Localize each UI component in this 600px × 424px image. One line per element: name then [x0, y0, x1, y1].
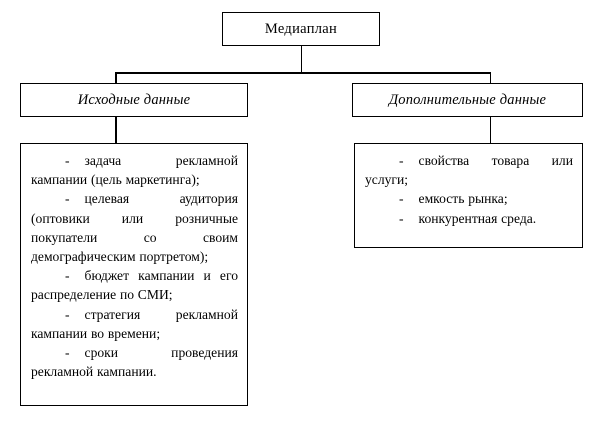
- connector-right-drop: [489, 72, 491, 84]
- list-marker: -: [399, 153, 404, 168]
- connector-right-header-to-body: [489, 116, 491, 144]
- node-mediaplan: Медиаплан: [222, 12, 380, 46]
- list-marker: -: [399, 210, 404, 226]
- node-additional-data-header: Дополнительные данные: [352, 83, 583, 117]
- connector-left-drop: [115, 72, 117, 84]
- list-item-text: целевая аудитория (оптовики или розничны…: [31, 191, 238, 265]
- list-item: -емкость рынка;: [365, 189, 573, 208]
- connector-horizontal-bus: [115, 72, 491, 74]
- list-item-text: сроки проведения рекламной кампании.: [31, 345, 238, 380]
- node-source-data-header-label: Исходные данные: [77, 91, 191, 108]
- list-item: -целевая аудитория (оптовики или розничн…: [31, 189, 238, 266]
- node-source-data-body: -задача рекламной кампании (цель маркети…: [20, 143, 248, 406]
- additional-data-list: -свойства товара или услуги; -емкость ры…: [365, 151, 573, 228]
- list-item-text: стратегия рекламной кампании во времени;: [31, 306, 238, 341]
- list-marker: -: [65, 306, 70, 322]
- list-item: -стратегия рекламной кампании во времени…: [31, 305, 238, 343]
- list-marker: -: [65, 268, 70, 284]
- node-additional-data-header-label: Дополнительные данные: [388, 91, 547, 108]
- list-marker: -: [65, 191, 70, 207]
- list-item-text: задача рекламной кампании (цель маркетин…: [31, 153, 238, 188]
- connector-left-header-to-body: [115, 116, 117, 144]
- list-item-text: конкурентная среда.: [418, 210, 537, 226]
- list-item: -конкурентная среда.: [365, 209, 573, 228]
- list-item-text: бюджет кампании и его распределение по С…: [31, 268, 238, 303]
- list-item: -сроки проведения рекламной кампании.: [31, 343, 238, 381]
- node-additional-data-body: -свойства товара или услуги; -емкость ры…: [354, 143, 583, 248]
- list-item: -задача рекламной кампании (цель маркети…: [31, 151, 238, 189]
- list-item: -бюджет кампании и его распределение по …: [31, 266, 238, 304]
- list-marker: -: [65, 345, 70, 361]
- node-mediaplan-label: Медиаплан: [264, 20, 338, 37]
- list-marker: -: [399, 191, 404, 207]
- list-item: -свойства товара или услуги;: [365, 151, 573, 189]
- list-item-text: свойства товара или услуги;: [365, 153, 573, 188]
- node-source-data-header: Исходные данные: [20, 83, 248, 117]
- list-item-text: емкость рынка;: [418, 191, 508, 207]
- connector-root-drop: [300, 45, 302, 73]
- list-marker: -: [65, 153, 70, 168]
- source-data-list: -задача рекламной кампании (цель маркети…: [31, 151, 238, 381]
